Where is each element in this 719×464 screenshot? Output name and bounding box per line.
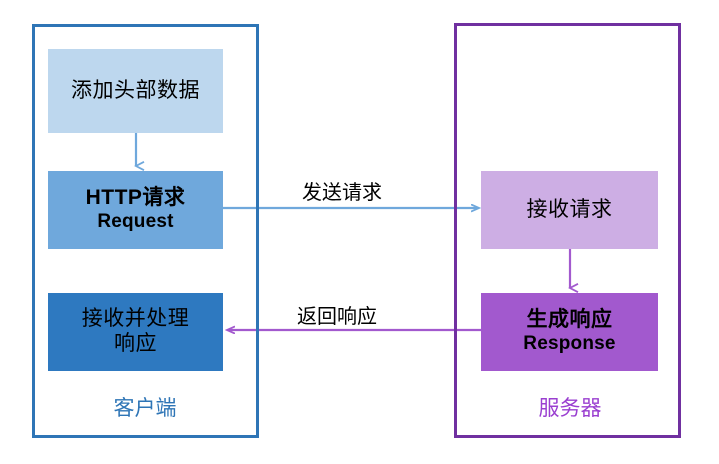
node-http-request[interactable]: HTTP请求 Request xyxy=(48,171,223,249)
node-http-request-label-en: Request xyxy=(97,211,174,233)
edge-label-return-response: 返回响应 xyxy=(297,306,377,328)
node-process-response-label-1: 接收并处理 xyxy=(81,307,190,331)
node-process-response[interactable]: 接收并处理 响应 xyxy=(48,293,223,371)
node-add-header-label: 添加头部数据 xyxy=(71,78,200,102)
client-panel xyxy=(32,24,259,438)
edge-label-send-request: 发送请求 xyxy=(302,182,382,204)
server-panel-label: 服务器 xyxy=(538,397,602,420)
node-process-response-label-2: 响应 xyxy=(114,332,157,355)
server-panel xyxy=(454,23,681,438)
client-panel-label: 客户端 xyxy=(113,397,177,420)
node-receive-request-label: 接收请求 xyxy=(526,197,613,221)
node-generate-response-label-en: Response xyxy=(523,333,616,355)
node-receive-request[interactable]: 接收请求 xyxy=(481,171,658,249)
node-add-header-data[interactable]: 添加头部数据 xyxy=(48,49,223,133)
node-generate-response-label-cn: 生成响应 xyxy=(526,308,613,332)
node-http-request-label-cn: HTTP请求 xyxy=(85,186,186,210)
node-generate-response[interactable]: 生成响应 Response xyxy=(481,293,658,371)
